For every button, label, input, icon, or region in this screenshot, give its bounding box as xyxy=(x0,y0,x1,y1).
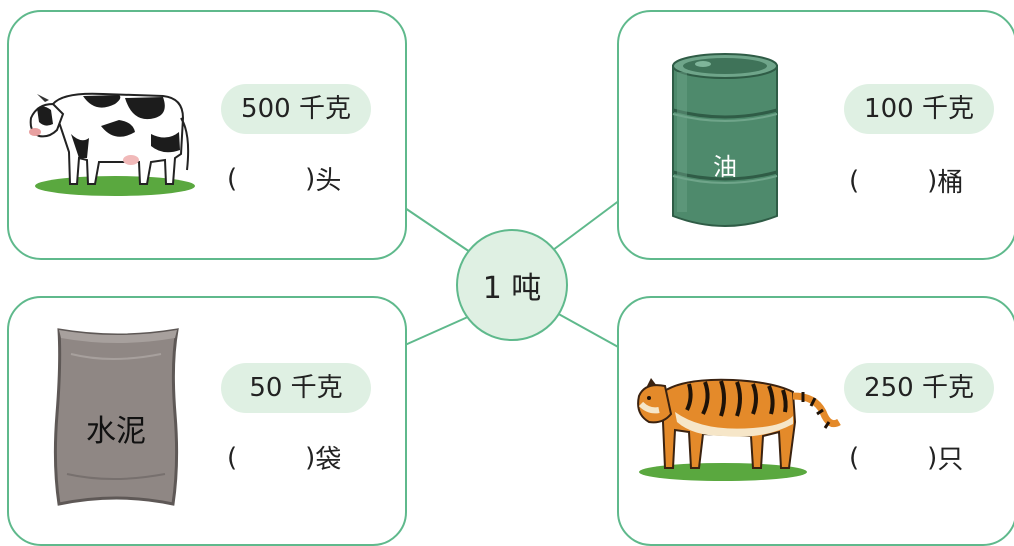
close-paren: ) xyxy=(927,442,938,473)
weight-pill-cement: 50 千克 xyxy=(221,363,371,413)
open-paren: ( xyxy=(849,442,860,473)
tiger-picture xyxy=(637,378,841,481)
cow-picture xyxy=(29,92,195,196)
card-cement-bag: 水泥 50 千克 ( ) 袋 xyxy=(7,296,407,546)
card-oil-barrel: 油 100 千克 ( ) 桶 xyxy=(617,10,1014,260)
open-paren: ( xyxy=(227,163,238,194)
weight-pill-barrel: 100 千克 xyxy=(844,84,994,134)
oil-barrel-picture xyxy=(672,53,778,227)
connector-top-left xyxy=(404,207,471,253)
barrel-label: 油 xyxy=(713,153,737,181)
weight-pill-tiger: 250 千克 xyxy=(844,363,994,413)
answer-blank-cow: ( ) 头 xyxy=(227,160,341,197)
center-node-one-ton: 1 吨 xyxy=(456,229,568,341)
weight-pill-cow: 500 千克 xyxy=(221,84,371,134)
card-cow: 500 千克 ( ) 头 xyxy=(7,10,407,260)
answer-blank-tiger: ( ) 只 xyxy=(849,439,963,476)
cement-bag-label: 水泥 xyxy=(86,414,146,449)
unit-label-cow: 头 xyxy=(315,166,342,196)
close-paren: ) xyxy=(927,165,938,196)
unit-label-cement: 袋 xyxy=(315,445,342,475)
open-paren: ( xyxy=(227,442,238,473)
connector-bottom-right xyxy=(554,311,621,349)
connector-top-right xyxy=(552,199,621,251)
open-paren: ( xyxy=(849,165,860,196)
answer-blank-cement: ( ) 袋 xyxy=(227,439,341,476)
card-tiger: 250 千克 ( ) 只 xyxy=(617,296,1014,546)
close-paren: ) xyxy=(305,163,316,194)
answer-blank-barrel: ( ) 桶 xyxy=(849,162,963,199)
unit-label-barrel: 桶 xyxy=(937,168,964,198)
cement-bag-picture xyxy=(53,328,179,506)
close-paren: ) xyxy=(305,442,316,473)
unit-label-tiger: 只 xyxy=(937,445,964,475)
connector-bottom-left xyxy=(404,315,471,346)
